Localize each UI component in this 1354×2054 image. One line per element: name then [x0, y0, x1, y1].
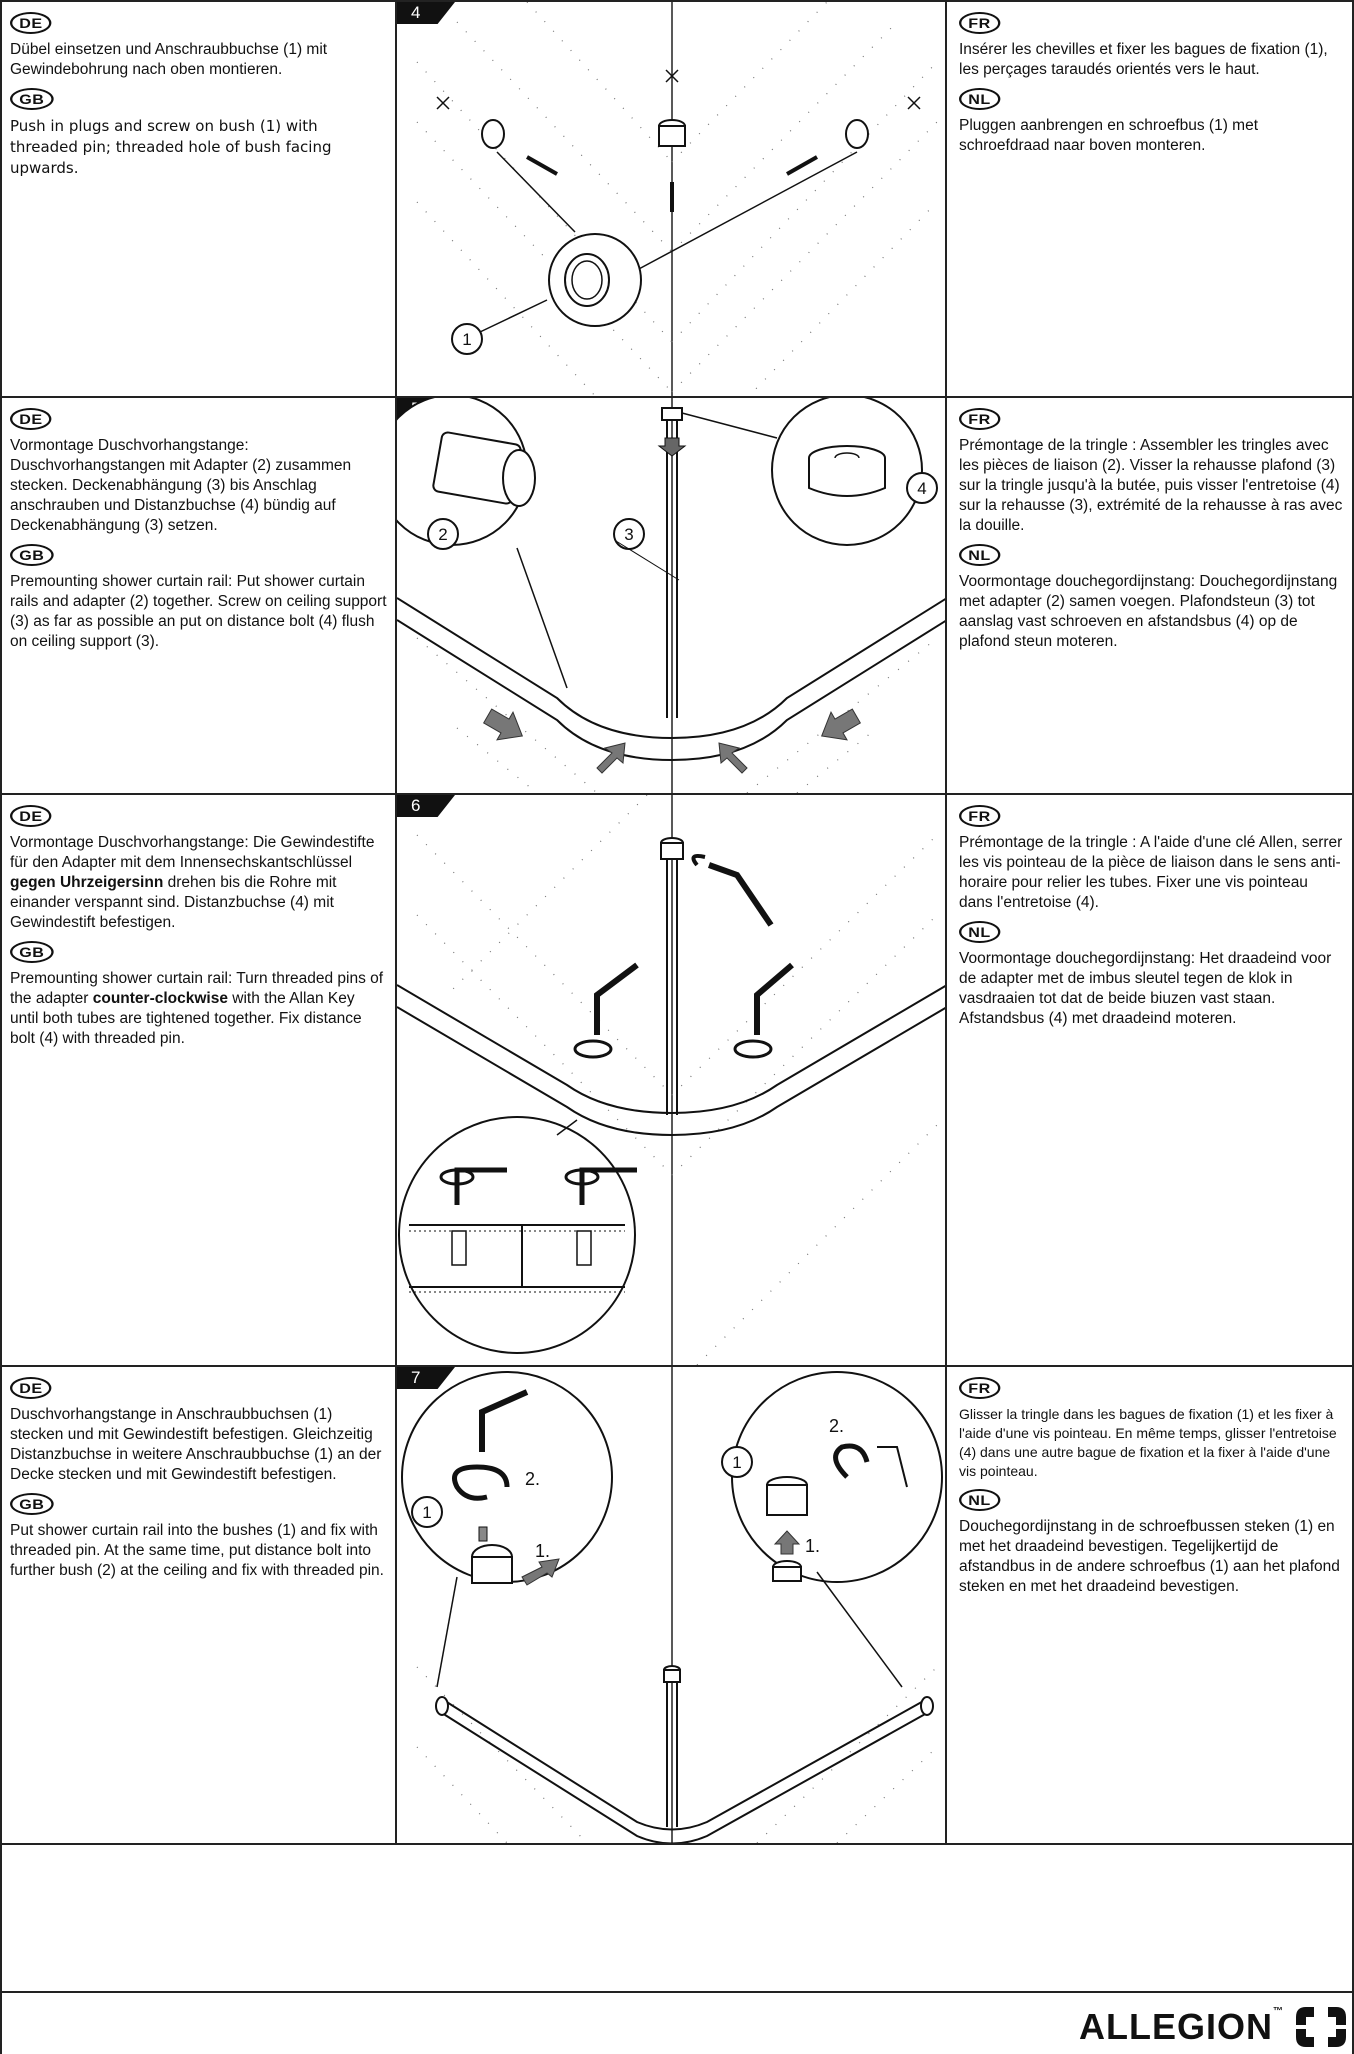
- brand-name: ALLEGION™: [1079, 2006, 1284, 2047]
- step-4-de-text: Dübel einsetzen und Anschraubbuchse (1) …: [10, 41, 328, 78]
- lang-badge-fr: FR: [959, 12, 1001, 34]
- rail-premount-drawing: 3 2 4: [397, 398, 945, 793]
- sheet-border-right: [1352, 0, 1354, 2054]
- step-4-nl-text: Pluggen aanbrengen en schroefbus (1) met…: [959, 117, 1259, 154]
- step-6-gb-text-bold: counter-clockwise: [92, 990, 228, 1007]
- allen-key-tightening-drawing: [397, 795, 945, 1365]
- callout-1-dot-right: 1.: [805, 1536, 820, 1556]
- callout-1: 1: [462, 330, 471, 349]
- callout-2-dot-right: 2.: [829, 1416, 844, 1436]
- callout-1-right: 1: [732, 1453, 741, 1472]
- step-number: 7: [411, 1368, 421, 1387]
- step-row-7: DE Duschvorhangstange in Anschraubbuchse…: [0, 1367, 1354, 1845]
- step-5-nl-text: Voormontage douchegordijnstang: Douchego…: [959, 573, 1338, 650]
- allegion-mark-icon: [1296, 2007, 1346, 2047]
- callout-4: 4: [917, 479, 926, 498]
- callout-2-dot: 2.: [525, 1469, 540, 1489]
- step-6-left-text: DE Vormontage Duschvorhangstange: Die Ge…: [0, 795, 397, 1365]
- step-7-illustration: 7 2.: [397, 1367, 947, 1843]
- callout-1: 1: [422, 1503, 431, 1522]
- step-number-tab: 4: [397, 2, 455, 24]
- footer-row: ALLEGION™: [0, 1993, 1354, 2054]
- step-number-tab: 6: [397, 795, 455, 817]
- step-6-de-text-bold: gegen Uhrzeigersinn: [10, 874, 164, 891]
- step-5-gb-text: Premounting shower curtain rail: Put sho…: [10, 573, 387, 650]
- lang-badge-gb: GB: [10, 544, 54, 566]
- step-4-right-text: FR Insérer les chevilles et fixer les ba…: [947, 2, 1354, 396]
- step-6-de-text-a: Vormontage Duschvorhangstange: Die Gewin…: [10, 834, 375, 871]
- step-6-gb-text: Premounting shower curtain rail: Turn th…: [10, 969, 387, 1049]
- step-5-left-text: DE Vormontage Duschvorhangstange: Duschv…: [0, 398, 397, 793]
- step-7-de-text: Duschvorhangstange in Anschraubbuchsen (…: [10, 1406, 382, 1483]
- callout-3: 3: [624, 525, 633, 544]
- lang-badge-de: DE: [10, 1377, 52, 1399]
- step-5-de-text: Vormontage Duschvorhangstange: Duschvorh…: [10, 437, 352, 534]
- step-row-6: DE Vormontage Duschvorhangstange: Die Ge…: [0, 795, 1354, 1367]
- step-7-right-text: FR Glisser la tringle dans les bagues de…: [947, 1367, 1354, 1843]
- lang-badge-gb: GB: [10, 941, 54, 963]
- step-6-illustration: 6: [397, 795, 947, 1365]
- lang-badge-fr: FR: [959, 1377, 1001, 1399]
- lang-badge-de: DE: [10, 12, 52, 34]
- lang-badge-nl: NL: [959, 1489, 1001, 1511]
- step-row-4: DE Dübel einsetzen und Anschraubbuchse (…: [0, 0, 1354, 398]
- callout-1-dot: 1.: [535, 1541, 550, 1561]
- lang-badge-nl: NL: [959, 921, 1001, 943]
- step-6-fr-text: Prémontage de la tringle : A l'aide d'un…: [959, 834, 1343, 911]
- step-number-tab: 7: [397, 1367, 455, 1389]
- lang-badge-nl: NL: [959, 544, 1001, 566]
- step-7-gb-text: Put shower curtain rail into the bushes …: [10, 1522, 384, 1579]
- step-5-fr-text: Prémontage de la tringle : Assembler les…: [959, 437, 1343, 534]
- lang-badge-gb: GB: [10, 88, 54, 110]
- step-4-left-text: DE Dübel einsetzen und Anschraubbuchse (…: [0, 2, 397, 396]
- step-4-illustration: 4: [397, 2, 947, 396]
- allegion-logo: ALLEGION™: [1079, 2005, 1348, 2049]
- lang-badge-fr: FR: [959, 805, 1001, 827]
- step-6-de-text: Vormontage Duschvorhangstange: Die Gewin…: [10, 833, 387, 933]
- rail-final-mount-drawing: 2. 1 1. 1 2. 1.: [401, 1367, 943, 1843]
- step-number: 4: [411, 3, 421, 22]
- step-7-nl-text: Douchegordijnstang in de schroefbussen s…: [959, 1518, 1340, 1595]
- step-7-left-text: DE Duschvorhangstange in Anschraubbuchse…: [0, 1367, 397, 1843]
- step-7-fr-text: Glisser la tringle dans les bagues de fi…: [959, 1406, 1337, 1479]
- step-6-nl-text: Voormontage douchegordijnstang: Het draa…: [959, 950, 1332, 1027]
- sheet-border-left: [0, 0, 2, 2054]
- step-number: 6: [411, 796, 421, 815]
- lang-badge-de: DE: [10, 805, 52, 827]
- blank-notes-row: [0, 1845, 1354, 1993]
- step-row-5: DE Vormontage Duschvorhangstange: Duschv…: [0, 398, 1354, 795]
- step-6-de-text-b: drehen bis die Rohre mit einander verspa…: [10, 874, 337, 931]
- lang-badge-de: DE: [10, 408, 52, 430]
- lang-badge-nl: NL: [959, 88, 1001, 110]
- step-6-gb-text-a: Premounting shower curtain rail: Turn th…: [10, 970, 384, 1007]
- step-5-illustration: 5 3 2: [397, 398, 947, 793]
- step-4-fr-text: Insérer les chevilles et fixer les bague…: [959, 41, 1328, 78]
- bush-mounting-drawing: 1: [416, 2, 938, 396]
- callout-2: 2: [438, 525, 447, 544]
- lang-badge-fr: FR: [959, 408, 1001, 430]
- step-4-gb-text: Push in plugs and screw on bush (1) with…: [10, 117, 332, 177]
- lang-badge-gb: GB: [10, 1493, 54, 1515]
- step-5-right-text: FR Prémontage de la tringle : Assembler …: [947, 398, 1354, 793]
- step-6-right-text: FR Prémontage de la tringle : A l'aide d…: [947, 795, 1354, 1365]
- step-6-gb-text-b: with the Allan Key until both tubes are …: [10, 990, 362, 1047]
